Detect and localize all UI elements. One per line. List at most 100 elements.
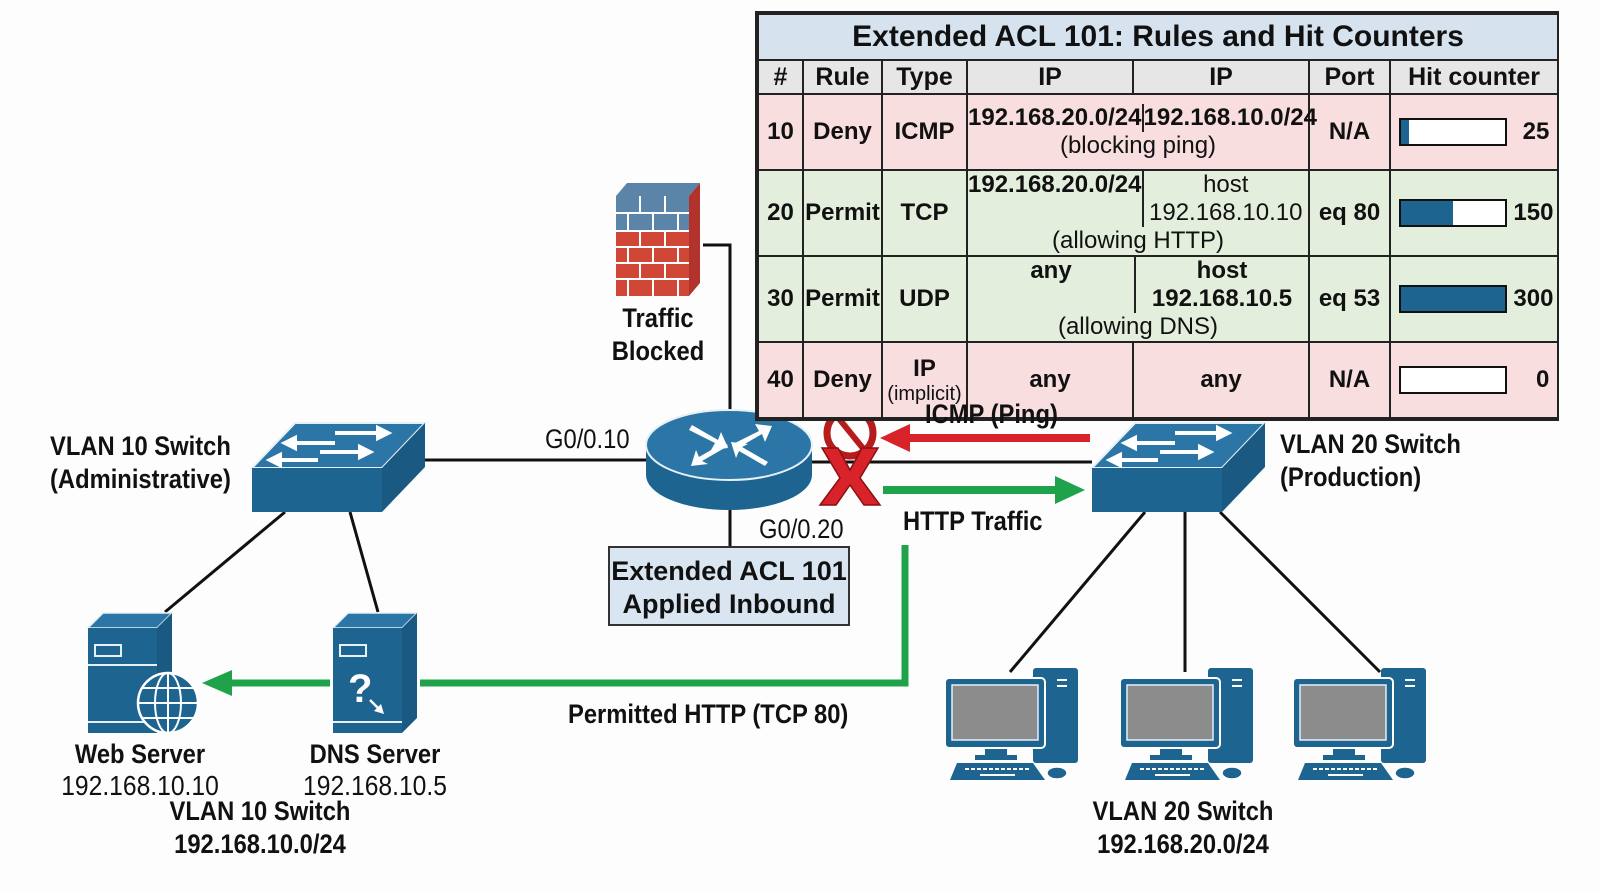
rule-number: 10 (757, 93, 804, 171)
dns-server-name: DNS Server (309, 739, 441, 769)
hit-counter-value: 0 (1536, 366, 1550, 394)
permitted-http-path (202, 545, 909, 696)
rule-type-cell: ICMP (881, 93, 968, 171)
acl-table-title: Extended ACL 101: Rules and Hit Counters (756, 13, 1560, 61)
header-rule: Rule (802, 59, 883, 95)
rule-type: TCP (900, 199, 949, 226)
rule-type-cell: TCP (881, 169, 968, 257)
router-icon (645, 409, 813, 510)
link-switch20-pc1 (1008, 511, 1147, 673)
header-src-ip: IP (966, 59, 1134, 95)
link-switch10-webserver (164, 510, 286, 614)
link-switch20-pc3 (1218, 510, 1382, 674)
acl-table: Extended ACL 101: Rules and Hit Counters… (755, 11, 1560, 421)
header-type: Type (881, 59, 968, 95)
acl-applied-box: Extended ACL 101 Applied Inbound (608, 546, 850, 626)
pc-icon (944, 668, 1078, 780)
hit-counter-bar (1398, 199, 1507, 228)
rule-action: Deny (802, 93, 883, 171)
hit-counter-fill (1400, 287, 1505, 312)
acl-box-line2: Applied Inbound (622, 589, 836, 619)
header-dst-ip: IP (1132, 59, 1310, 95)
firewall-icon (616, 183, 700, 296)
rule-dst-ip: 192.168.10.0/24 (1141, 104, 1317, 132)
vlan20-switch-label: VLAN 20 Switch (Production) (1280, 428, 1461, 494)
vlan10-switch-label: VLAN 10 Switch (Administrative) (50, 430, 231, 496)
http-flow-label: HTTP Traffic (903, 506, 1043, 536)
vlan10-switch-label-line2: (Administrative) (50, 464, 231, 494)
rule-ip-cell: 192.168.20.0/24 192.168.10.0/24 (blockin… (966, 93, 1317, 171)
vlan20-footer-line2: 192.168.20.0/24 (1097, 829, 1269, 859)
vlan10-footer-line2: 192.168.10.0/24 (174, 829, 346, 859)
port-left-label: G0/0.10 (545, 424, 630, 454)
acl-rule-row: 40 Deny IP(implicit) any any N/A 0 (757, 341, 1560, 419)
http-flow-arrow (883, 476, 1085, 504)
hit-counter-value: 300 (1513, 285, 1554, 313)
rule-action: Permit (802, 255, 883, 343)
link-firewall-router (703, 243, 732, 412)
hit-counter-fill (1400, 120, 1410, 145)
rule-type: ICMP (894, 118, 955, 145)
rule-action: Permit (802, 169, 883, 257)
rule-number: 40 (757, 341, 804, 419)
vlan10-switch-label-line1: VLAN 10 Switch (50, 431, 231, 461)
icmp-flow-label: ICMP (Ping) (925, 399, 1058, 429)
rule-type: IP (913, 354, 936, 382)
rule-type: UDP (899, 285, 950, 312)
hit-counter-bar (1398, 118, 1507, 147)
web-server-icon (86, 612, 200, 735)
rule-ip-cell: 192.168.20.0/24 host 192.168.10.10 (allo… (966, 169, 1310, 257)
link-switch10-dnsserver (348, 511, 380, 613)
vlan10-footer-label: VLAN 10 Switch 192.168.10.0/24 (154, 795, 365, 861)
dns-server-icon: ? (331, 612, 419, 733)
rule-dst-ip: host 192.168.10.10 (1141, 171, 1309, 227)
port-right-label: G0/0.20 (759, 514, 844, 544)
acl-rule-row: 20 Permit TCP 192.168.20.0/24 host 192.1… (757, 169, 1560, 257)
rule-number: 20 (757, 169, 804, 257)
hit-counter-fill (1400, 201, 1453, 226)
rule-port: eq 53 (1308, 255, 1391, 343)
rule-hit-counter: 25 (1388, 93, 1560, 171)
rule-action: Deny (802, 341, 883, 419)
rule-port: eq 80 (1308, 169, 1391, 257)
hit-counter-value: 150 (1513, 199, 1554, 227)
rule-type-cell: IP(implicit) (881, 341, 968, 419)
rule-ip-cell: any host 192.168.10.5 (allowing DNS) (966, 255, 1310, 343)
hit-counter-bar (1398, 285, 1507, 314)
firewall-label-line1: Traffic (622, 303, 694, 333)
vlan10-switch-icon (249, 422, 428, 512)
acl-box-line1: Extended ACL 101 (611, 556, 847, 586)
rule-number: 30 (757, 255, 804, 343)
acl-rule-row: 30 Permit UDP any host 192.168.10.5 (all… (757, 255, 1560, 343)
vlan10-footer-line1: VLAN 10 Switch (169, 796, 351, 826)
hit-counter-value: 25 (1522, 118, 1550, 146)
rule-note: (blocking ping) (1059, 132, 1217, 159)
rule-dst-ip: any (1132, 341, 1310, 419)
rule-src-ip: any (966, 341, 1134, 419)
hit-counter-bar (1398, 366, 1507, 395)
vlan20-footer-label: VLAN 20 Switch 192.168.20.0/24 (1077, 795, 1288, 861)
permitted-http-label: Permitted HTTP (TCP 80) (568, 699, 849, 729)
icmp-flow-arrow (880, 424, 1090, 452)
rule-dst-ip: host 192.168.10.5 (1134, 257, 1308, 313)
web-server-name: Web Server (74, 739, 206, 769)
rule-port: N/A (1308, 341, 1391, 419)
rule-port: N/A (1308, 93, 1391, 171)
vlan20-switch-label-line2: (Production) (1280, 462, 1422, 492)
rule-type-cell: UDP (881, 255, 968, 343)
vlan20-switch-icon (1089, 422, 1268, 512)
rule-hit-counter: 0 (1388, 341, 1560, 419)
pc-icon (1292, 668, 1426, 780)
firewall-label: Traffic Blocked (605, 302, 711, 368)
rule-note: (allowing DNS) (1057, 313, 1219, 340)
header-num: # (757, 59, 804, 95)
rule-src-ip: any (1030, 257, 1072, 284)
rule-src-ip: 192.168.20.0/24 (968, 104, 1142, 131)
vlan20-switch-label-line1: VLAN 20 Switch (1280, 429, 1461, 459)
header-hit-counter: Hit counter (1388, 59, 1560, 95)
block-icon (818, 406, 882, 506)
web-server-ip: 192.168.10.10 (61, 770, 219, 801)
rule-hit-counter: 150 (1388, 169, 1560, 257)
firewall-label-line2: Blocked (611, 336, 705, 366)
